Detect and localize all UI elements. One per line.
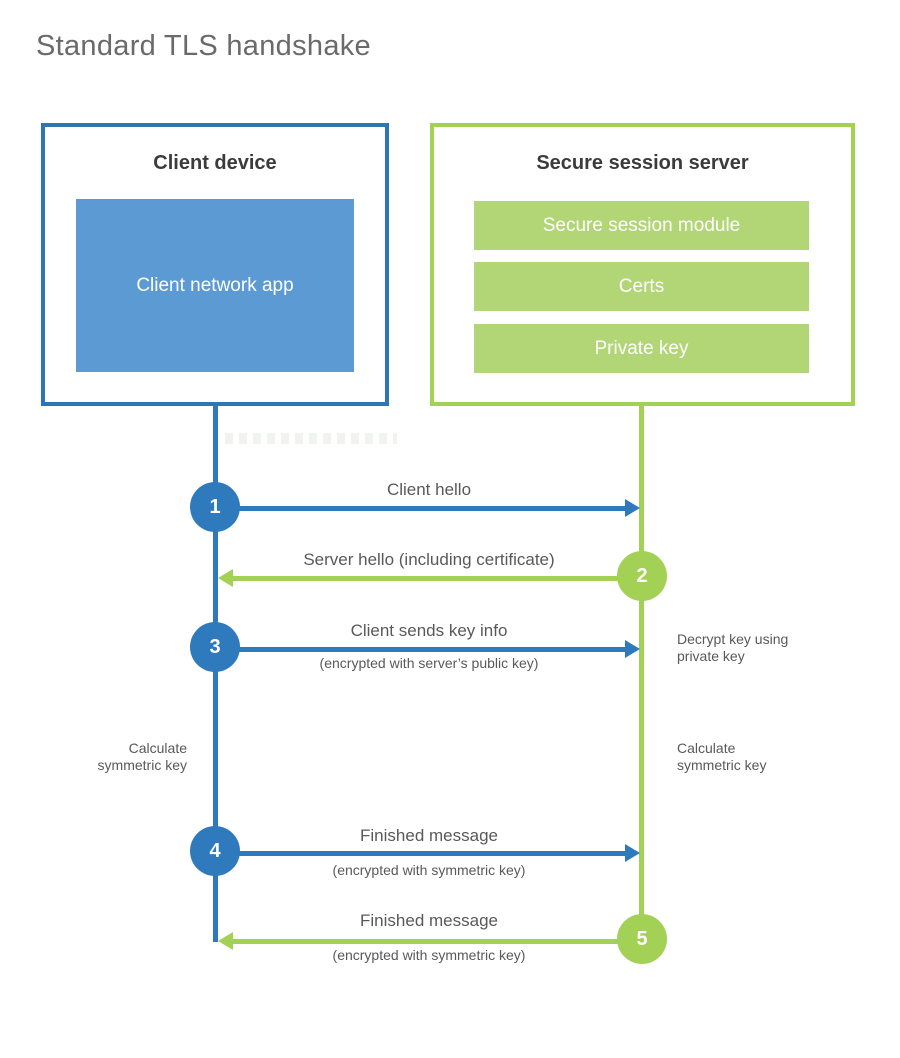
- server-module-private-key: Private key: [474, 324, 809, 373]
- label-client-hello: Client hello: [386, 480, 472, 499]
- server-module-secure-session: Secure session module: [474, 201, 809, 250]
- client-device-box: Client device Client network app: [41, 123, 389, 406]
- label-client-key-info: Client sends key info: [350, 621, 508, 640]
- step-circle-2: 2: [617, 551, 667, 601]
- arrow-shaft: [231, 939, 642, 944]
- arrow-finished-client: [216, 844, 640, 863]
- step-circle-1: 1: [190, 482, 240, 532]
- client-lifeline: [213, 406, 218, 942]
- server-lifeline: [639, 406, 644, 939]
- secure-session-server-box: Secure session server Secure session mod…: [430, 123, 855, 406]
- label-finished-client: Finished message: [360, 826, 498, 845]
- label-finished-server: Finished message: [360, 911, 498, 930]
- arrow-head-icon: [625, 640, 640, 658]
- step-circle-4: 4: [190, 826, 240, 876]
- page-title: Standard TLS handshake: [36, 30, 371, 62]
- server-box-title: Secure session server: [536, 152, 749, 174]
- arrow-head-icon: [625, 844, 640, 862]
- arrow-head-icon: [625, 499, 640, 517]
- label-server-hello: Server hello (including certificate): [303, 550, 555, 569]
- note-line: Calculate: [677, 740, 736, 756]
- sublabel-client-key-info: (encrypted with server’s public key): [319, 655, 539, 671]
- arrow-client-key-info: [216, 640, 640, 659]
- server-module-certs: Certs: [474, 262, 809, 311]
- note-line: Decrypt key using: [677, 631, 789, 647]
- note-line: private key: [677, 647, 745, 664]
- client-network-app-label: Client network app: [136, 274, 294, 296]
- arrow-head-icon: [218, 569, 233, 587]
- arrow-shaft: [216, 647, 627, 652]
- arrow-shaft: [216, 851, 627, 856]
- note-line: symmetric key: [677, 756, 767, 773]
- sublabel-finished-server: (encrypted with symmetric key): [332, 947, 526, 963]
- arrow-finished-server: [218, 932, 642, 951]
- arrow-client-hello: [216, 499, 640, 518]
- step-circle-5: 5: [617, 914, 667, 964]
- sublabel-finished-client: (encrypted with symmetric key): [332, 862, 526, 878]
- arrow-shaft: [216, 506, 627, 511]
- note-decrypt-key: Decrypt key using private key: [677, 631, 788, 665]
- faint-dashed-line: [225, 433, 397, 444]
- arrow-shaft: [231, 576, 642, 581]
- note-calculate-symmetric-key-server: Calculate symmetric key: [677, 740, 766, 774]
- arrow-head-icon: [218, 932, 233, 950]
- step-circle-3: 3: [190, 622, 240, 672]
- client-network-app-box: Client network app: [76, 199, 354, 372]
- note-calculate-symmetric-key-client: Calculate symmetric key: [37, 740, 187, 774]
- note-line: symmetric key: [97, 756, 187, 773]
- arrow-server-hello: [218, 569, 642, 588]
- client-box-title: Client device: [153, 152, 277, 174]
- note-line: Calculate: [128, 740, 187, 756]
